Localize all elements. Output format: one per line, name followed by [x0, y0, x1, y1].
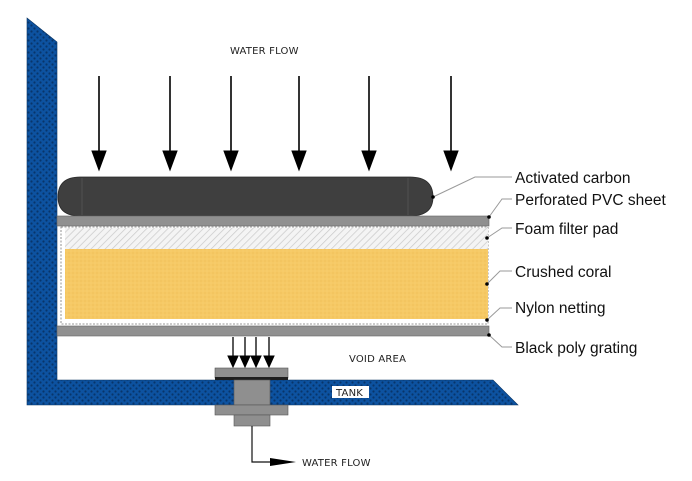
black-poly-grating: [56, 325, 490, 337]
crushed-coral: [65, 249, 488, 319]
bottom-water-flow-label: WATER FLOW: [302, 458, 371, 469]
down-arrow-icon: [250, 337, 262, 369]
label-nylon-netting: Nylon netting: [515, 300, 605, 317]
down-arrow-icon: [223, 76, 239, 172]
down-arrow-icon: [443, 76, 459, 172]
leader-lines: [432, 176, 512, 348]
down-arrow-icon: [227, 337, 239, 369]
down-arrow-icon: [239, 337, 251, 369]
void-area-label: VOID AREA: [349, 354, 406, 365]
label-activated-carbon: Activated carbon: [515, 170, 630, 187]
right-arrow-icon: [270, 458, 296, 466]
down-arrow-icon: [91, 76, 107, 172]
outflow-arrow: [251, 426, 296, 466]
activated-carbon-bag: [57, 176, 434, 217]
drain-fitting: [214, 367, 289, 427]
drain-arrows: [227, 337, 275, 369]
down-arrow-icon: [291, 76, 307, 172]
inflow-arrows: [91, 76, 459, 172]
label-black-poly-grating: Black poly grating: [515, 340, 637, 357]
down-arrow-icon: [361, 76, 377, 172]
down-arrow-icon: [162, 76, 178, 172]
label-crushed-coral: Crushed coral: [515, 264, 612, 281]
label-foam-filter-pad: Foam filter pad: [515, 221, 618, 238]
top-water-flow-label: WATER FLOW: [230, 46, 299, 57]
tank-label-bg: [332, 386, 369, 398]
foam-filter-pad: [65, 228, 488, 249]
leader-dots: [431, 195, 491, 337]
tank-wall: [26, 17, 519, 406]
perforated-pvc-sheet: [56, 215, 490, 227]
down-arrow-icon: [263, 337, 275, 369]
tank-label: TANK: [335, 388, 363, 399]
label-perforated-pvc-sheet: Perforated PVC sheet: [515, 192, 666, 209]
